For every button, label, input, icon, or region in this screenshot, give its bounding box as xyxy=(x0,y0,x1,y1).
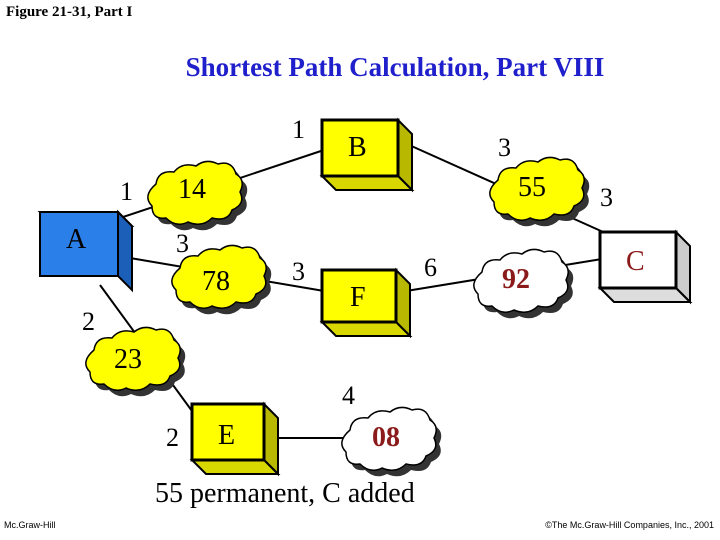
cloud-78-label: 78 xyxy=(202,266,230,297)
node-a-box xyxy=(39,211,119,277)
edge-label-a-f: 3 xyxy=(176,229,189,258)
node-b-box xyxy=(320,118,400,178)
caption: 55 permanent, C added xyxy=(155,478,415,509)
footer-publisher: Mc.Graw-Hill xyxy=(4,520,56,530)
node-f-label: F xyxy=(350,282,366,313)
edge-label-f-left: 3 xyxy=(292,257,305,286)
cloud-23-label: 23 xyxy=(114,344,142,375)
node-f-box xyxy=(320,268,398,324)
cloud-23: 23 xyxy=(85,326,186,397)
node-f: F xyxy=(319,267,413,339)
footer-copyright: ©The Mc.Graw-Hill Companies, Inc., 2001 xyxy=(545,520,714,530)
edge-label-e-f: 4 xyxy=(342,381,355,410)
edge-label-c-side: 3 xyxy=(600,183,613,212)
node-e: E xyxy=(189,401,281,477)
node-a-label: A xyxy=(66,224,87,255)
edge-label-a-b: 1 xyxy=(120,177,133,206)
cloud-55-label: 55 xyxy=(518,172,546,203)
node-c: C xyxy=(597,229,693,305)
edge-label-e-left: 2 xyxy=(166,423,179,452)
node-b-label: B xyxy=(348,132,367,163)
figure-label: Figure 21-31, Part I xyxy=(6,4,133,20)
cloud-08-label: 08 xyxy=(372,422,400,453)
edge-label-b-top: 1 xyxy=(292,115,305,144)
edge-label-a-e: 2 xyxy=(82,307,95,336)
cloud-08: 08 xyxy=(341,406,442,477)
node-c-label: C xyxy=(626,246,645,277)
cloud-92-label: 92 xyxy=(502,264,530,295)
node-a: A xyxy=(37,209,135,293)
cloud-92: 92 xyxy=(473,248,574,319)
node-e-box xyxy=(190,402,266,462)
slide-title: Shortest Path Calculation, Part VIII xyxy=(185,52,605,82)
edge-label-b-c: 3 xyxy=(498,133,511,162)
cloud-14: 14 xyxy=(147,160,248,231)
node-b: B xyxy=(319,117,415,193)
cloud-78: 78 xyxy=(171,244,272,315)
node-c-box xyxy=(598,230,678,290)
cloud-14-label: 14 xyxy=(178,174,206,205)
node-e-label: E xyxy=(218,420,235,451)
cloud-55: 55 xyxy=(489,156,590,227)
edge-label-f-c: 6 xyxy=(424,253,437,282)
